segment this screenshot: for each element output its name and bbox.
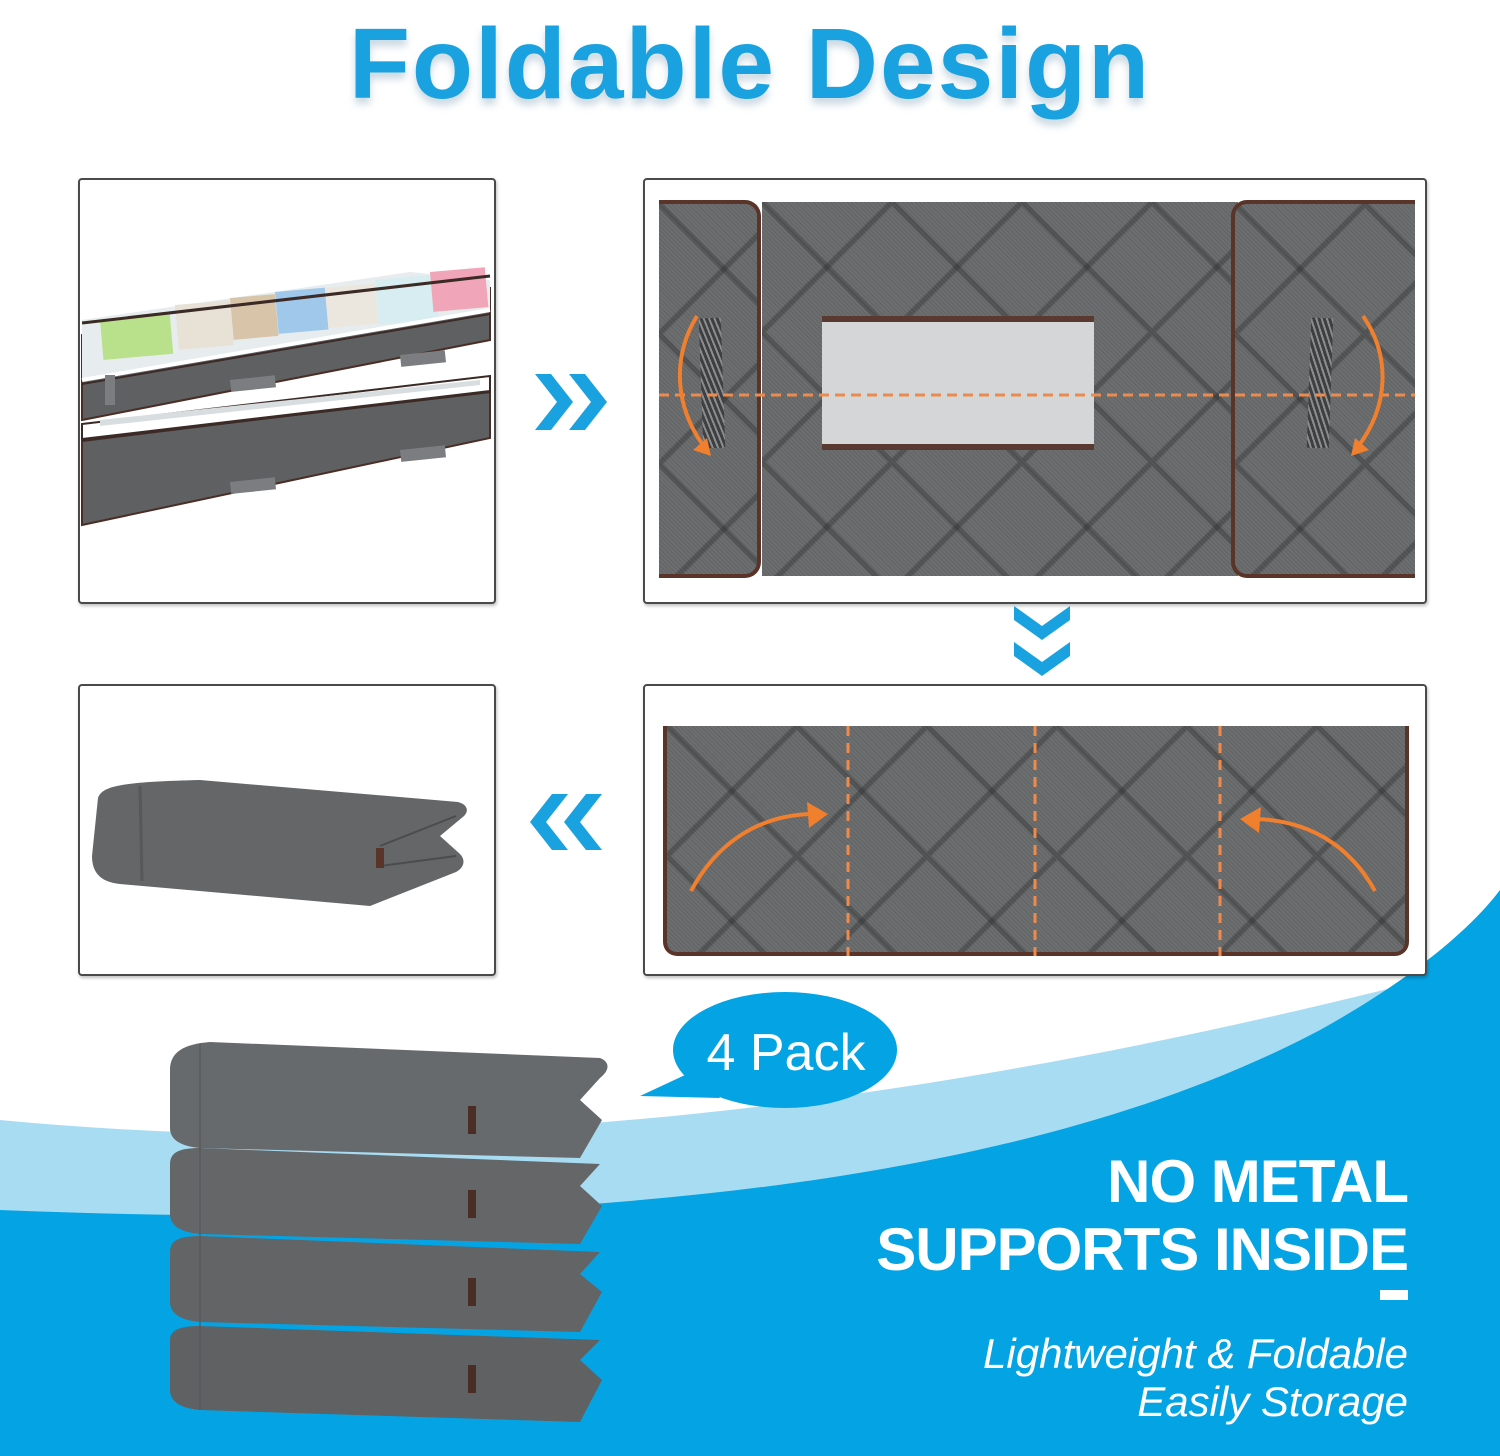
stack-bag-1	[170, 1042, 608, 1158]
stack-bag-2	[170, 1148, 602, 1244]
double-chevron-left-icon	[530, 792, 605, 852]
fold-in-arrow-icon	[1240, 807, 1261, 833]
page-title: Foldable Design	[348, 8, 1152, 120]
fold-lines	[689, 726, 1377, 956]
panel-flat-bag	[643, 178, 1427, 604]
headline: NO METAL SUPPORTS INSIDE	[708, 1148, 1409, 1284]
subheadline-line-1: Lightweight & Foldable	[983, 1330, 1408, 1377]
speech-bubble	[640, 992, 897, 1108]
stack-bag-3	[170, 1236, 602, 1332]
separator-dash	[1380, 1290, 1408, 1300]
stack-bag-4	[170, 1326, 602, 1422]
panel-tri-fold	[643, 684, 1427, 976]
fold-guides	[659, 314, 1415, 456]
stacked-bags-image	[160, 1030, 620, 1450]
left-flap	[659, 200, 761, 578]
clear-window	[822, 316, 1094, 450]
headline-line-1: NO METAL	[1107, 1148, 1409, 1215]
headline-line-2: SUPPORTS INSIDE	[876, 1216, 1409, 1283]
storage-bags-illustration	[81, 267, 491, 527]
double-chevron-down-icon	[1012, 606, 1072, 686]
panel-folded-bag	[78, 684, 496, 976]
fold-down-arrow-icon	[1351, 438, 1369, 456]
fold-in-arrow-icon	[807, 802, 828, 828]
double-chevron-right-icon	[535, 372, 610, 432]
pack-count-badge: 4 Pack	[706, 1024, 866, 1082]
subheadline: Lightweight & Foldable Easily Storage	[708, 1330, 1408, 1426]
panel-unfolded-bags	[78, 178, 496, 604]
subheadline-line-2: Easily Storage	[1137, 1378, 1408, 1425]
fold-down-arrow-icon	[693, 438, 711, 456]
folded-bag-illustration	[92, 780, 467, 906]
